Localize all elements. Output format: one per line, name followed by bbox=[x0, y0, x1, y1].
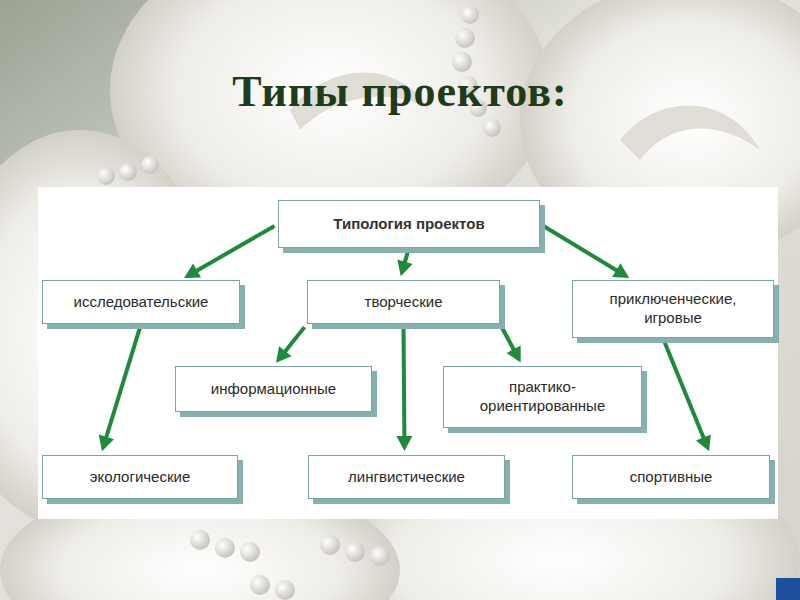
type-box: приключенческие, игровые bbox=[572, 280, 774, 338]
corner-logo bbox=[776, 578, 800, 600]
arrow-head bbox=[612, 263, 629, 278]
arrow-head bbox=[696, 434, 711, 451]
box-label: исследовательские bbox=[74, 293, 209, 312]
box-label: спортивные bbox=[630, 468, 713, 487]
type-box: лингвистические bbox=[308, 455, 505, 499]
petal bbox=[620, 105, 760, 160]
type-box: экологические bbox=[42, 455, 238, 499]
slide-title: Типы проектов: bbox=[0, 66, 800, 117]
arrow-shaft bbox=[195, 226, 274, 272]
box-label: лингвистические bbox=[348, 468, 465, 487]
diagram-panel bbox=[38, 187, 778, 519]
box-label: экологические bbox=[90, 468, 190, 487]
type-box: исследовательские bbox=[42, 280, 240, 324]
arrow-head bbox=[397, 260, 412, 277]
arrow-connector bbox=[543, 226, 629, 278]
box-label: практико-ориентированные bbox=[454, 378, 631, 416]
box-label: приключенческие, игровые bbox=[583, 290, 763, 328]
box-label: информационные bbox=[211, 380, 336, 399]
arrow-connector bbox=[502, 328, 521, 363]
arrow-connector bbox=[396, 328, 412, 451]
type-box: спортивные bbox=[572, 455, 770, 499]
arrow-shaft bbox=[664, 342, 704, 440]
arrow-shaft bbox=[402, 328, 407, 438]
arrow-head bbox=[396, 436, 412, 451]
arrow-connector bbox=[99, 328, 140, 451]
type-box: творческие bbox=[307, 280, 500, 324]
arrow-head bbox=[507, 345, 521, 362]
arrow-connector bbox=[664, 342, 710, 452]
box-label: Типология проектов bbox=[333, 215, 484, 234]
type-box: информационные bbox=[175, 366, 372, 412]
arrow-shaft bbox=[502, 328, 515, 352]
arrow-shaft bbox=[284, 327, 304, 353]
arrow-head bbox=[99, 434, 114, 451]
arrow-head bbox=[276, 346, 292, 363]
box-label: творческие bbox=[365, 293, 443, 312]
arrow-shaft bbox=[543, 226, 618, 271]
type-box: практико-ориентированные bbox=[443, 366, 642, 428]
arrow-head bbox=[184, 264, 201, 278]
root-box: Типология проектов bbox=[278, 200, 540, 248]
arrow-connector bbox=[276, 327, 305, 363]
arrow-shaft bbox=[106, 328, 140, 439]
arrow-connector bbox=[397, 252, 412, 276]
arrow-connector bbox=[184, 226, 274, 278]
